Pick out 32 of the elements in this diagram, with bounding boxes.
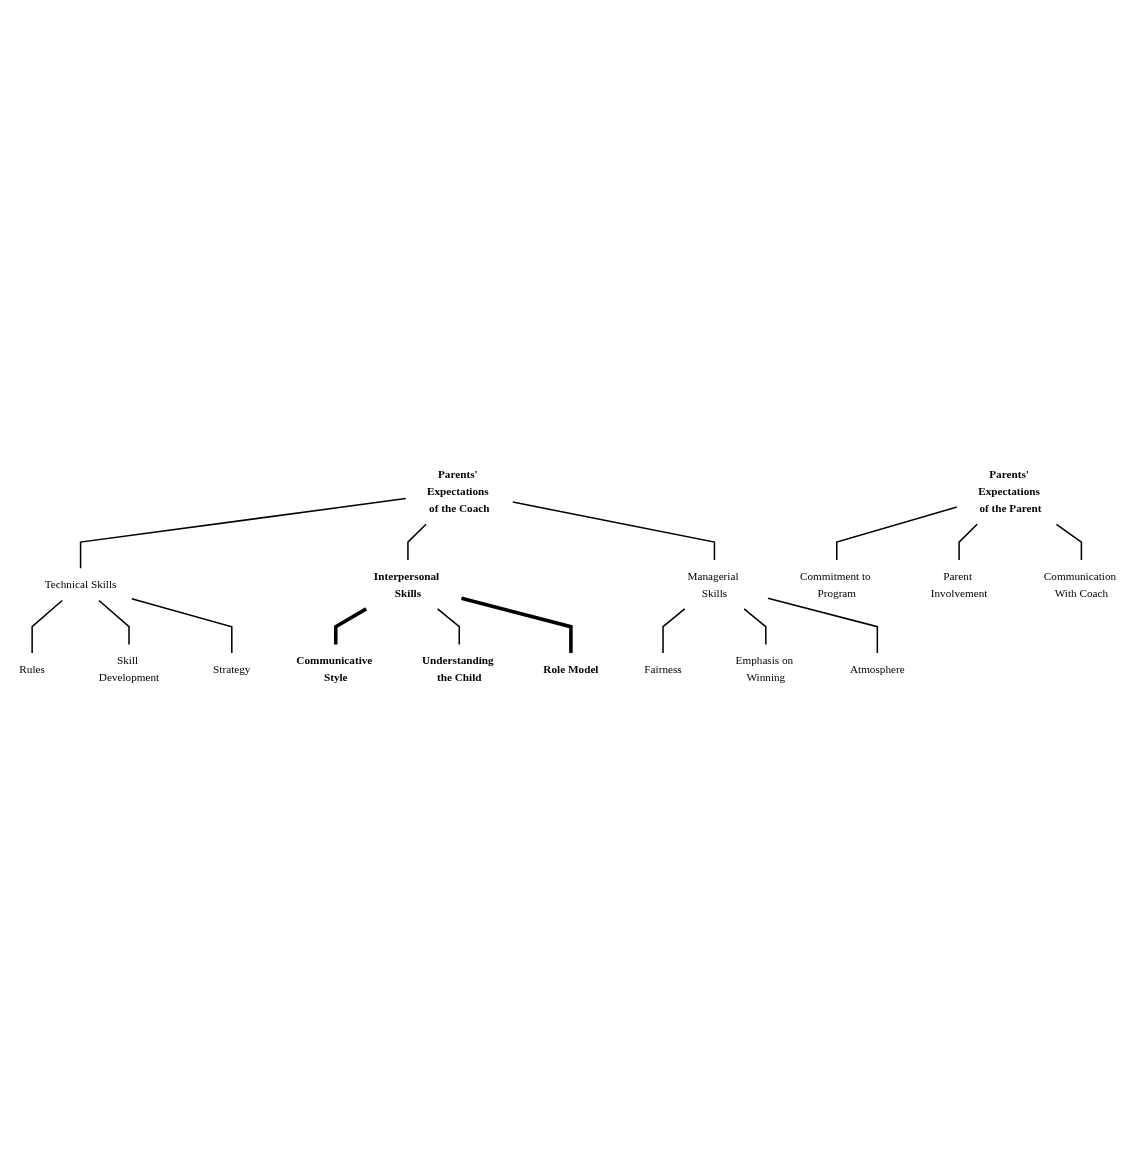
node-text: Skill Development xyxy=(98,654,160,684)
connector xyxy=(31,599,63,654)
node-text: Understanding the Child xyxy=(422,654,494,684)
connector xyxy=(98,599,130,646)
node-text: Communication With Coach xyxy=(1043,569,1117,600)
connector xyxy=(461,596,573,653)
node-text: Role Model xyxy=(543,662,599,676)
node-text: Managerial Skills xyxy=(687,569,739,600)
node-text: Rules xyxy=(19,662,45,676)
node-text: Commitment to Program xyxy=(799,569,871,600)
connector xyxy=(436,608,460,646)
connector xyxy=(512,501,716,561)
node-text: Emphasis on Winning xyxy=(735,654,794,684)
connector xyxy=(662,608,686,654)
connector xyxy=(958,523,978,561)
node-text: Atmosphere xyxy=(849,662,905,676)
connector xyxy=(743,608,767,646)
node-text: Technical Skills xyxy=(44,578,117,591)
node-text: Parents' Expectations of the Parent xyxy=(978,468,1042,515)
connector xyxy=(767,597,879,654)
connector xyxy=(407,523,427,561)
node-text: Parent Involvement xyxy=(930,569,988,600)
node-text: Strategy xyxy=(213,662,251,676)
connector xyxy=(1055,523,1083,561)
connector xyxy=(333,607,368,645)
node-text: Fairness xyxy=(644,662,682,676)
node-text: Interpersonal Skills xyxy=(373,569,440,600)
node-text: Parents' Expectations of the Coach xyxy=(427,468,490,515)
connector xyxy=(79,497,407,570)
node-text: Communicative Style xyxy=(296,654,373,684)
connector xyxy=(836,506,958,561)
connector xyxy=(131,597,233,654)
